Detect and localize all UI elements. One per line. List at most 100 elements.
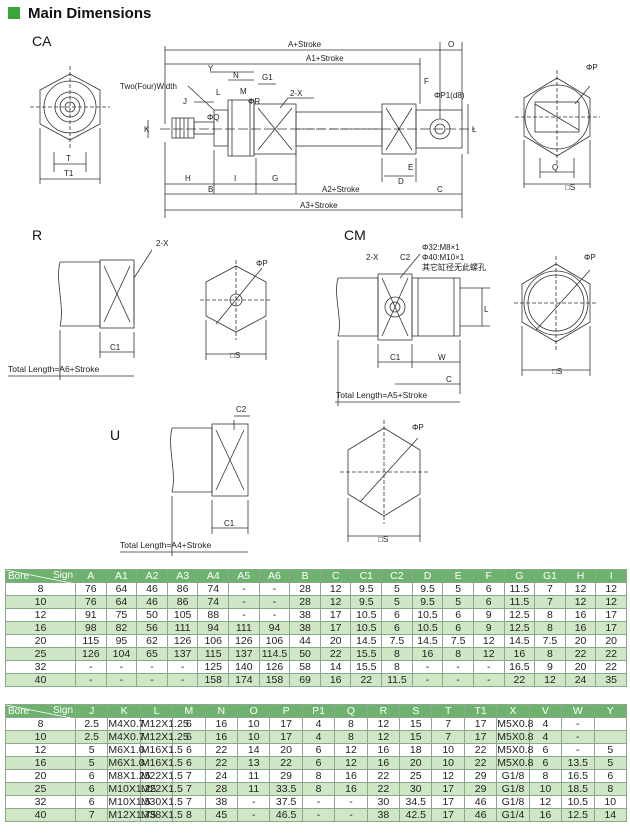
table-cell: 22 (366, 769, 401, 783)
table-cell: 76 (75, 595, 107, 609)
view-label-u: U (110, 427, 120, 443)
table-cell: 22 (204, 756, 239, 770)
table-cell: 7 (534, 582, 566, 596)
table-cell: 50 (136, 608, 168, 622)
table-cell: - (228, 582, 260, 596)
table-cell: 20 (319, 634, 352, 648)
column-header: X (496, 704, 530, 718)
table-cell: 33.5 (269, 782, 303, 796)
table-cell: 76 (75, 582, 107, 596)
table-cell: 12 (431, 769, 465, 783)
table-cell: 6 (74, 782, 109, 796)
table-cell: 7 (431, 717, 465, 731)
table-cell: 20 (269, 743, 303, 757)
table-cell: 22 (595, 660, 627, 674)
table-cell: 6 (472, 582, 505, 596)
ca-end-view-right: ΦP Q □S (515, 63, 600, 192)
table-cell: 137 (228, 647, 260, 661)
table-cell: 6 (74, 769, 109, 783)
table-cell: 9.5 (350, 595, 383, 609)
dim-c1-cm: C1 (390, 353, 401, 362)
table-cell: 44 (289, 634, 321, 648)
dim-two-x-ca: 2-X (290, 89, 303, 98)
table-cell: 75 (105, 608, 138, 622)
dim-b: B (208, 185, 213, 194)
table-cell: 140 (228, 660, 260, 674)
table-cell: 8 (593, 782, 627, 796)
table-cell: 126 (166, 634, 199, 648)
table-cell: 12 (564, 595, 597, 609)
table-cell: 91 (75, 608, 107, 622)
table-cell: 15.5 (350, 660, 383, 674)
table-cell: M12X1.75 (107, 808, 157, 822)
bore-cell: 16 (5, 621, 76, 635)
table-cell: 22 (204, 743, 239, 757)
table-cell: 74 (197, 582, 230, 596)
table-cell: 17 (269, 730, 303, 744)
table-cell: 12 (595, 582, 627, 596)
column-header: C2 (381, 569, 413, 583)
column-header: A5 (228, 569, 260, 583)
table-cell: 115 (75, 634, 107, 648)
table-cell: - (258, 582, 291, 596)
table-cell: 12.5 (503, 608, 536, 622)
table-cell: 94 (197, 621, 230, 635)
table-cell: 9.5 (350, 582, 383, 596)
table-cell: 8 (442, 647, 474, 661)
table-cell: 115 (197, 647, 230, 661)
table-cell: 4 (528, 730, 563, 744)
table-cell: - (166, 660, 199, 674)
bore-cell: 20 (5, 634, 76, 648)
table-cell: 8 (528, 769, 563, 783)
table-cell: - (105, 673, 138, 687)
dim-m: M (240, 87, 247, 96)
table-cell: 9 (534, 660, 566, 674)
column-header: T1 (463, 704, 498, 718)
table-cell: 10.5 (561, 795, 595, 809)
table-cell: M6X1.0 (107, 743, 145, 757)
bore-cell: 8 (5, 582, 76, 596)
table-cell: - (561, 717, 595, 731)
table-cell: 38 (289, 608, 321, 622)
column-header: Q (334, 704, 368, 718)
table-cell: M22X1.5 (139, 769, 183, 783)
table-cell: 17 (431, 795, 465, 809)
table-cell: 12 (564, 582, 597, 596)
table-cell: 17 (463, 717, 498, 731)
view-label-cm: CM (344, 227, 366, 243)
dim-c2-cm: C2 (400, 253, 411, 262)
table-cell: 105 (166, 608, 199, 622)
column-header: C (319, 569, 352, 583)
table-cell: 38 (366, 808, 401, 822)
dim-two-four-width: Two(Four)Width (120, 82, 177, 91)
table-cell: 18.5 (561, 782, 595, 796)
table-cell: - (228, 595, 260, 609)
table-cell: 158 (197, 673, 230, 687)
dim-t: T (66, 154, 71, 163)
table-cell: M16X1.5 (139, 743, 183, 757)
table-cell (593, 717, 627, 731)
table-cell: 4 (301, 717, 336, 731)
cm-side-view: Φ32:M8×1 Φ40:M10×1 其它缸径无此螺孔 2-X C2 L C1 … (335, 243, 490, 406)
table-cell: 65 (136, 647, 168, 661)
table-cell: 7.5 (534, 634, 566, 648)
table-cell: 17 (595, 608, 627, 622)
sign-label: Sign (52, 570, 73, 581)
view-label-ca: CA (32, 33, 52, 49)
column-header: Y (593, 704, 627, 718)
dim-e: E (408, 163, 413, 172)
table-cell: 42.5 (399, 808, 433, 822)
table-cell: M12X1.25 (139, 717, 189, 731)
table-cell: 12 (334, 743, 368, 757)
table-cell: 24 (564, 673, 597, 687)
bore-cell: 25 (5, 647, 76, 661)
bore-cell: 32 (5, 660, 76, 674)
table-cell: 126 (228, 634, 260, 648)
table-cell: 20 (564, 634, 597, 648)
